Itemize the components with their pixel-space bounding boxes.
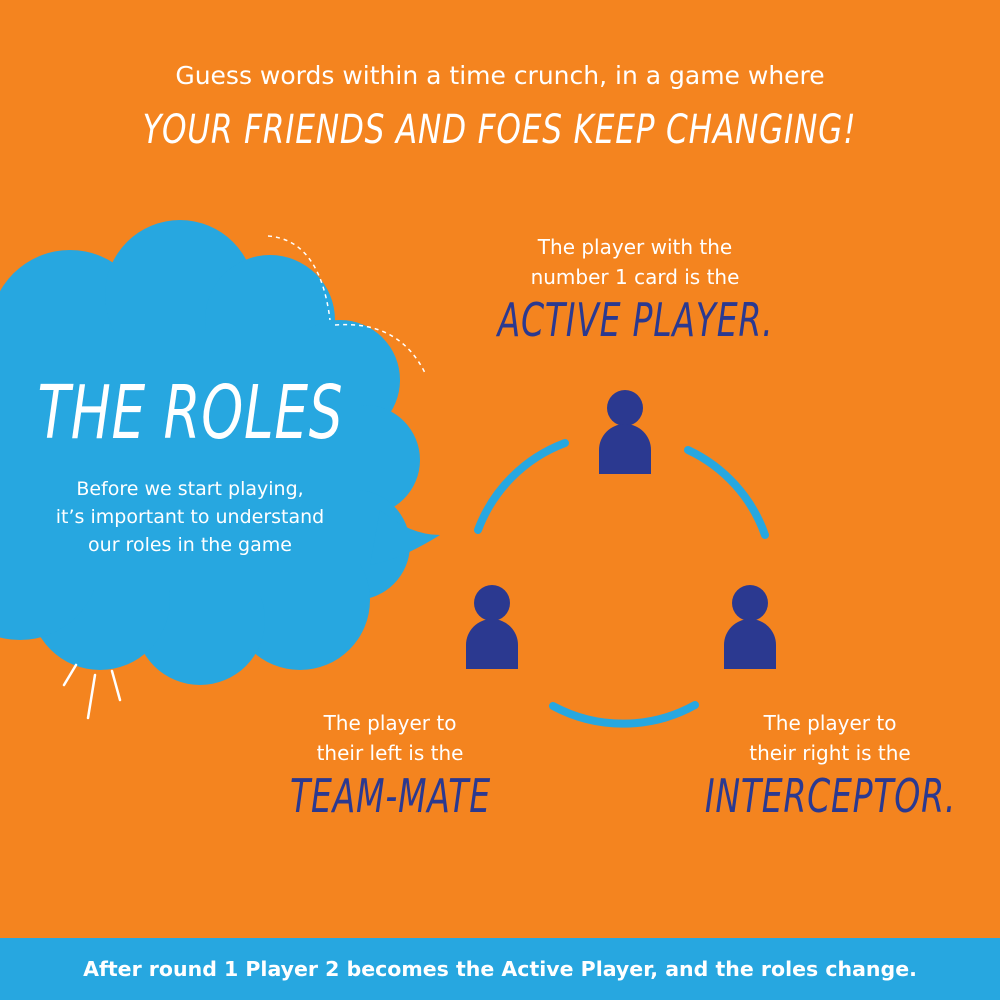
role-interceptor: The player to their right is the INTERCE…: [670, 708, 990, 824]
footer-text: After round 1 Player 2 becomes the Activ…: [83, 957, 917, 981]
footer-banner: After round 1 Player 2 becomes the Activ…: [0, 938, 1000, 1000]
speech-cloud: [0, 220, 440, 685]
role-desc: their left is the: [316, 741, 464, 765]
arc-top-right: [684, 446, 769, 539]
slogan-text: YOUR FRIENDS AND FOES KEEP CHANGING!: [143, 107, 857, 153]
role-desc: The player to: [763, 711, 897, 735]
arc-top-left: [474, 439, 569, 534]
burst-lines-decoration: [62, 663, 122, 720]
headline: Guess words within a time crunch, in a g…: [175, 61, 825, 90]
person-icon: [466, 585, 518, 669]
cloud-text-line: Before we start playing,: [76, 478, 304, 500]
person-icon: [724, 585, 776, 669]
cloud-title-text: THE ROLES: [37, 370, 343, 456]
role-desc: number 1 card is the: [530, 265, 740, 289]
arc-bottom: [549, 701, 699, 728]
role-name-text: TEAM-MATE: [289, 769, 491, 823]
role-name: INTERCEPTOR.: [670, 768, 990, 824]
cloud-title: THE ROLES: [0, 370, 380, 456]
role-desc: The player to: [323, 711, 457, 735]
role-name-text: ACTIVE PLAYER.: [497, 293, 773, 347]
cloud-text-line: it’s important to understand: [55, 506, 325, 528]
role-desc: The player with the: [537, 235, 733, 259]
role-name-text: INTERCEPTOR.: [704, 769, 956, 823]
slogan: YOUR FRIENDS AND FOES KEEP CHANGING!: [0, 106, 1000, 154]
cloud-text-line: our roles in the game: [88, 534, 292, 556]
cloud-text: Before we start playing, it’s important …: [0, 475, 380, 559]
cycle-arcs: [474, 439, 769, 728]
role-name: TEAM-MATE: [240, 768, 540, 824]
role-name: ACTIVE PLAYER.: [440, 292, 830, 348]
role-active-player: The player with the number 1 card is the…: [440, 232, 830, 348]
person-icon: [599, 390, 651, 474]
role-desc: their right is the: [749, 741, 911, 765]
dashed-lines-decoration: [267, 235, 427, 376]
role-team-mate: The player to their left is the TEAM-MAT…: [240, 708, 540, 824]
